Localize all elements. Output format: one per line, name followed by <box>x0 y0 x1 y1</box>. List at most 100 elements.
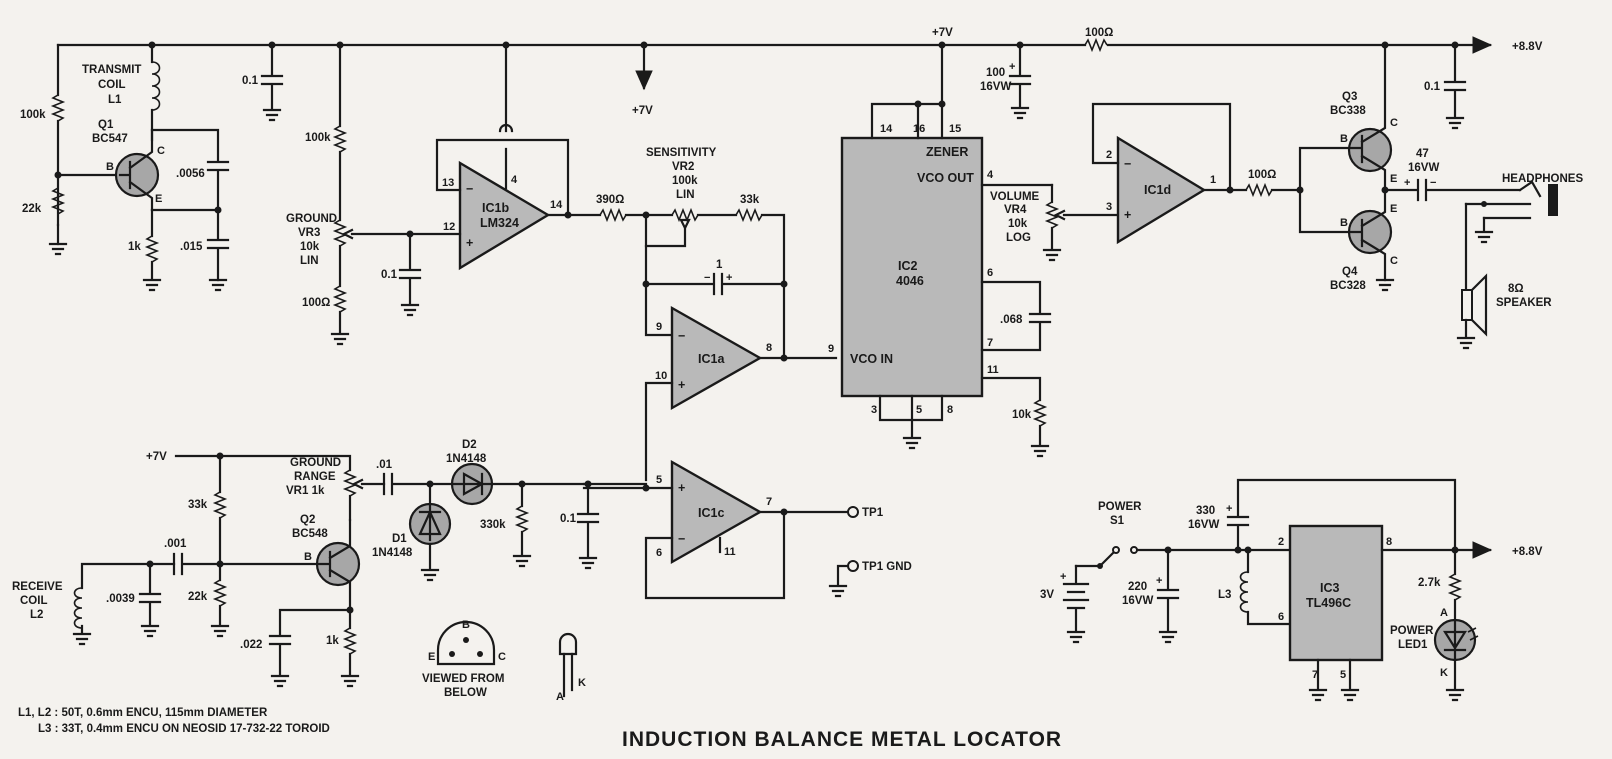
ic1c-pin-11: 11 <box>724 546 736 558</box>
ic2-vco-in: VCO IN <box>850 352 893 366</box>
cin-plus: + <box>1156 575 1162 587</box>
q1-re-label: 1k <box>128 241 141 253</box>
ic2-pin-16: 16 <box>913 123 925 135</box>
q1-pin-b: B <box>106 161 114 173</box>
out-decouple-label: 0.1 <box>1424 81 1441 93</box>
ic1d-pin-3: 3 <box>1106 201 1112 213</box>
output-stage: 100Ω Q3 BC338 Q4 BC328 B C E B E C + − 4… <box>1245 43 1583 350</box>
ic1c-pin-5: 5 <box>656 474 662 486</box>
ic1b-minus: − <box>466 182 473 196</box>
vr4-label-4: LOG <box>1006 232 1031 244</box>
ic1d-name: IC1d <box>1144 183 1171 197</box>
ic1c-name: IC1c <box>698 506 724 520</box>
ic1a-pin-8: 8 <box>766 342 772 354</box>
ic3-chip <box>1288 524 1384 662</box>
headphones-jack <box>1548 184 1558 216</box>
rail-cap-plus: + <box>1009 61 1015 73</box>
transistor-pinout: B E C VIEWED FROM BELOW <box>422 619 506 699</box>
led-key-a: A <box>556 691 564 703</box>
ic3-part: TL496C <box>1306 596 1351 610</box>
c330-plus: + <box>1226 503 1232 515</box>
q2-name: Q2 <box>300 514 315 526</box>
speaker-icon <box>1461 289 1473 321</box>
coil-note-1: L1, L2 : 50T, 0.6mm ENCU, 115mm DIAMETER <box>18 707 268 719</box>
c01-label: .01 <box>376 459 393 471</box>
c1uf-label: 1 <box>716 259 723 271</box>
rail-cap-label-2: 16VW <box>980 81 1011 93</box>
ic1c-minus: − <box>678 532 685 546</box>
vr3-r-bot-label: 100Ω <box>302 297 330 309</box>
vr3-r-top-label: 100k <box>305 132 331 144</box>
vr1-label-3: VR1 1k <box>286 485 325 497</box>
ic1c-opamp <box>670 459 763 565</box>
supply-rail: +7V 100Ω +8.8V <box>56 27 1543 54</box>
ic1b-pin-4: 4 <box>511 174 518 186</box>
ic1d-pin-1: 1 <box>1210 174 1216 186</box>
vr2-label-3: 100k <box>672 175 698 187</box>
ic2-vco: ZENER VCO OUT IC2 4046 VCO IN 14 16 15 9… <box>828 43 1054 458</box>
q1-c2-label: .015 <box>180 241 203 253</box>
c1uf-minus: − <box>704 272 710 284</box>
ic1d-pin-2: 2 <box>1106 149 1112 161</box>
ic1a-name: IC1a <box>698 352 725 366</box>
ic2-chip <box>840 136 984 398</box>
out-cap-label-2: 16VW <box>1408 162 1439 174</box>
ic3-pin-2: 2 <box>1278 536 1284 548</box>
q4-pin-c: C <box>1390 255 1398 267</box>
d1-part: 1N4148 <box>372 547 413 559</box>
d2-name: D2 <box>462 439 477 451</box>
out-cap-label-1: 47 <box>1416 148 1429 160</box>
ic2-zener: ZENER <box>926 145 968 159</box>
rx-ce-label: .022 <box>240 639 262 651</box>
q1-transistor <box>114 152 160 198</box>
led1-k: K <box>1440 667 1448 679</box>
vr3-label-4: LIN <box>300 255 319 267</box>
r33k-label: 33k <box>740 194 760 206</box>
l3-label: L3 <box>1218 589 1231 601</box>
ic1c-stage: IC1c + − 5 6 7 11 TP1 TP1 GND <box>582 459 912 600</box>
ic2-pin-6: 6 <box>987 267 993 279</box>
ic2-part: 4046 <box>896 274 924 288</box>
ic1c-plus: + <box>678 481 685 495</box>
sensitivity-stage: 390Ω SENSITIVITY VR2 100k LIN 33k 1 − + … <box>596 147 838 482</box>
ground-stage: 100k GROUND VR3 10k LIN 100Ω 0.1 IC1b LM… <box>286 43 653 346</box>
tp1-gnd-label: TP1 GND <box>862 561 912 573</box>
ic2-pin-5: 5 <box>916 404 922 416</box>
rail-plus8-8-label: +8.8V <box>1512 41 1543 53</box>
vr1-label-2: RANGE <box>294 471 336 483</box>
vr4-label-3: 10k <box>1008 218 1028 230</box>
led1-a: A <box>1440 607 1448 619</box>
transmitter-oscillator: 100k 22k TRANSMIT COIL L1 Q1 BC547 B C E… <box>20 43 284 292</box>
l2-label-2: COIL <box>20 595 47 607</box>
q3-transistor <box>1347 127 1393 173</box>
ic1b-pin-13: 13 <box>442 177 454 189</box>
q1-pin-c: C <box>157 145 165 157</box>
speaker-label-1: 8Ω <box>1508 283 1524 295</box>
ic1a-plus: + <box>678 378 685 392</box>
q1-c1-label: .0056 <box>176 168 205 180</box>
vr3-label-2: VR3 <box>298 227 320 239</box>
q4-part: BC328 <box>1330 280 1366 292</box>
ic3-pin-8: 8 <box>1386 536 1392 548</box>
ic2-pin-15: 15 <box>949 123 961 135</box>
speaker-label-2: SPEAKER <box>1496 297 1552 309</box>
vr1-label-1: GROUND <box>290 457 341 469</box>
switch-label-2: S1 <box>1110 515 1125 527</box>
ic2-pin-3: 3 <box>871 404 877 416</box>
ic3-name: IC3 <box>1320 581 1340 595</box>
led-key: A K <box>556 632 586 703</box>
rx-re-label: 1k <box>326 635 339 647</box>
led-key-k: K <box>578 677 586 689</box>
ic2-vco-out: VCO OUT <box>917 171 974 185</box>
switch-label-1: POWER <box>1098 501 1142 513</box>
q1-pin-e: E <box>155 193 162 205</box>
ic1d-minus: − <box>1124 157 1131 171</box>
tp1-label: TP1 <box>862 507 884 519</box>
ic1b-pin-12: 12 <box>443 221 455 233</box>
rx-coil-cap-label: .0039 <box>106 593 135 605</box>
ic1c-pin-6: 6 <box>656 547 662 559</box>
cin-label-1: 220 <box>1128 581 1147 593</box>
vr3-label-1: GROUND <box>286 213 337 225</box>
rx-plus7-label: +7V <box>146 451 167 463</box>
out-res-label: 100Ω <box>1248 169 1276 181</box>
